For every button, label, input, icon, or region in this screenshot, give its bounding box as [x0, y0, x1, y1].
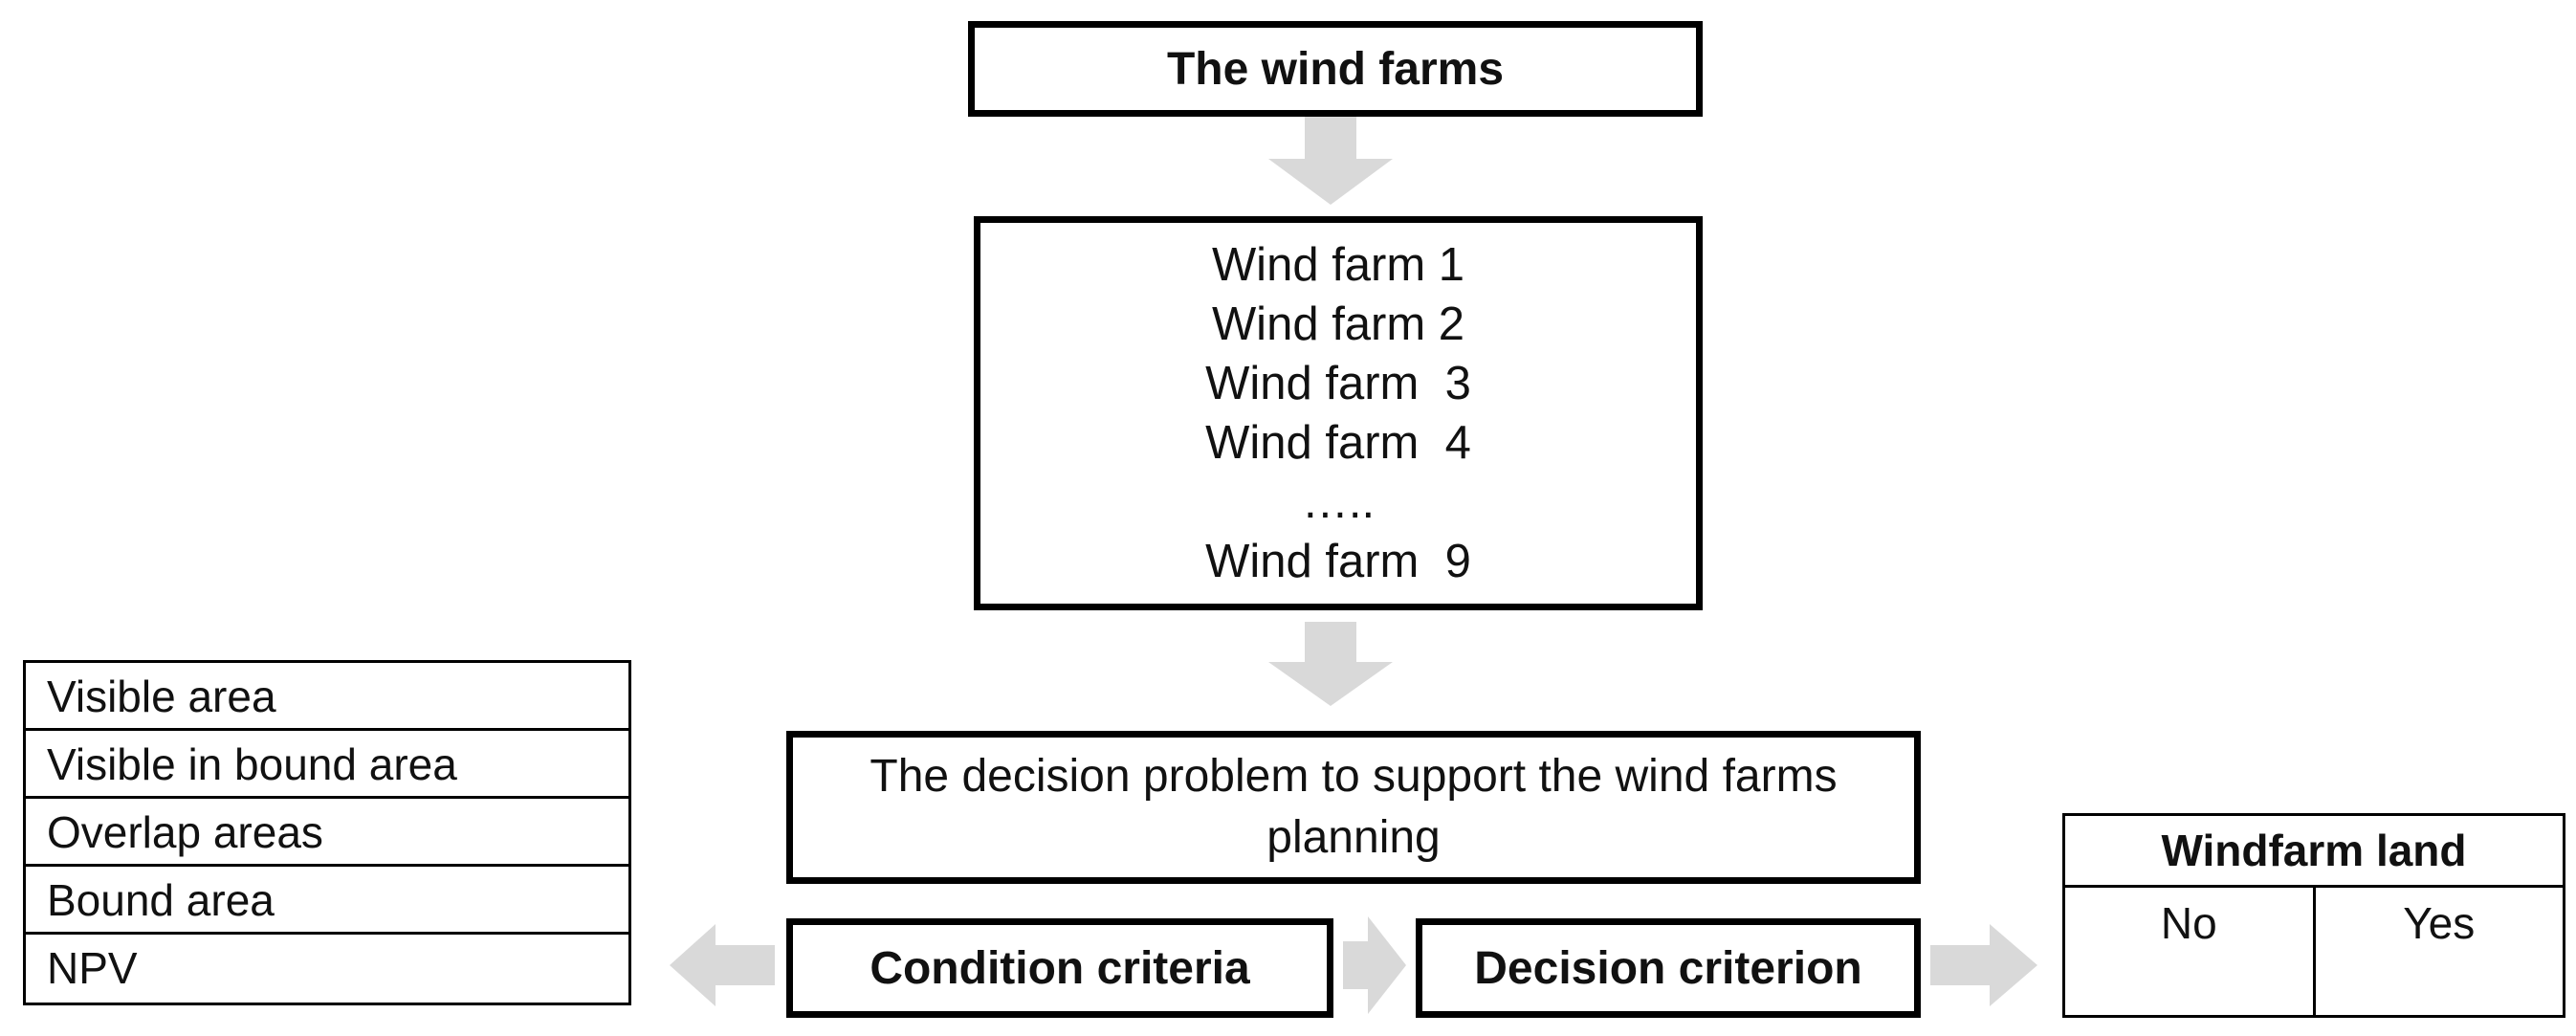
criteria-item: Visible in bound area	[26, 731, 628, 799]
criteria-item: Visible area	[26, 663, 628, 731]
wind-farm-item: Wind farm 2	[1211, 298, 1465, 350]
option-no: No	[2160, 898, 2217, 948]
down-arrow-2	[1268, 622, 1393, 706]
windfarm-land-header: Windfarm land	[2065, 816, 2563, 888]
left-arrow	[670, 924, 775, 1006]
decision-criterion-label: Decision criterion	[1474, 942, 1862, 994]
condition-criteria-box: Condition criteria	[786, 918, 1333, 1018]
down-arrow-1	[1268, 117, 1393, 205]
criteria-item: NPV	[47, 943, 138, 993]
wind-farms-title: The wind farms	[1166, 43, 1505, 95]
wind-farm-item: Wind farm 4	[1205, 417, 1471, 469]
wind-farm-ellipsis: …..	[1301, 476, 1376, 528]
wind-farm-item: Wind farm 9	[1205, 536, 1471, 587]
right-arrow-2	[1930, 924, 2037, 1006]
criteria-list: Visible area Visible in bound area Overl…	[23, 660, 631, 1005]
wind-farm-item: Wind farm 3	[1205, 358, 1471, 409]
windfarm-land-options: No Yes	[2065, 888, 2563, 1018]
decision-criterion-box: Decision criterion	[1416, 918, 1921, 1018]
wind-farms-title-box: The wind farms	[968, 21, 1703, 117]
criteria-item: Overlap areas	[26, 799, 628, 867]
option-yes: Yes	[2312, 888, 2564, 1018]
right-arrow-1	[1343, 916, 1406, 1014]
condition-criteria-label: Condition criteria	[870, 942, 1250, 994]
criteria-item: Bound area	[26, 867, 628, 935]
windfarm-land-table: Windfarm land No Yes	[2062, 813, 2565, 1018]
wind-farm-item: Wind farm 1	[1211, 239, 1465, 291]
wind-farm-list-box: Wind farm 1 Wind farm 2 Wind farm 3 Wind…	[974, 216, 1703, 610]
decision-problem-box: The decision problem to support the wind…	[786, 731, 1921, 884]
decision-problem-label: The decision problem to support the wind…	[870, 751, 1838, 863]
